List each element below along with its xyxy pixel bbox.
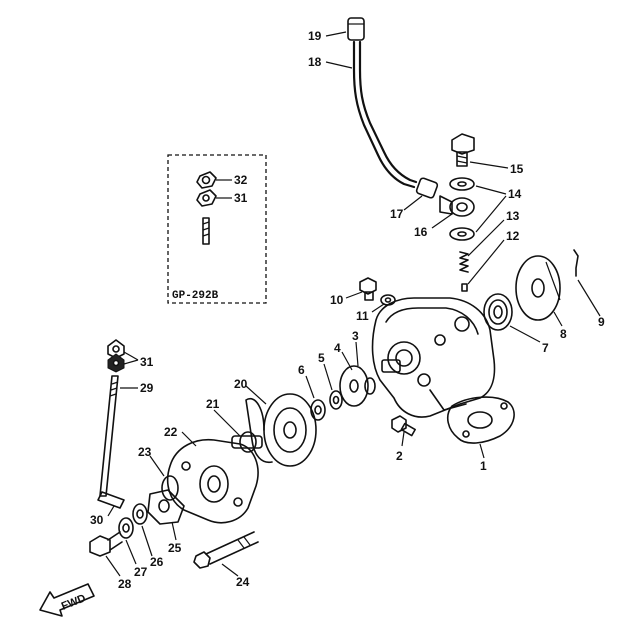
- callout-12: 12: [506, 229, 520, 243]
- callout-2: 2: [396, 449, 403, 463]
- pipe-cap-19: [347, 17, 365, 41]
- plate-8: [515, 255, 561, 321]
- inset-nut-32: [196, 171, 217, 189]
- washer-27: [118, 517, 134, 539]
- nut-6: [310, 399, 326, 421]
- callout-7: 7: [542, 341, 549, 355]
- washer-14-lower: [449, 227, 475, 241]
- washer-11: [380, 294, 396, 306]
- bolt-28: [89, 531, 123, 557]
- callout-23: 23: [138, 445, 152, 459]
- callout-5: 5: [318, 351, 325, 365]
- nut-31-lower: [107, 353, 125, 373]
- callout-9: 9: [598, 315, 605, 329]
- callout-24: 24: [236, 575, 250, 589]
- pin-30: [97, 491, 125, 509]
- fwd-label: FWD: [60, 592, 88, 613]
- callout-11: 11: [356, 309, 369, 323]
- gasket-25: [147, 489, 185, 525]
- callout-8: 8: [560, 327, 567, 341]
- banjo-16: [439, 195, 475, 217]
- spring-13: [459, 251, 469, 273]
- callout-26: 26: [150, 555, 164, 569]
- seal-23: [161, 475, 179, 501]
- washer-5: [329, 390, 343, 410]
- callout-18: 18: [308, 55, 322, 69]
- callout-3: 3: [352, 329, 359, 343]
- callout-27: 27: [134, 565, 148, 579]
- shaft-21: [231, 431, 263, 453]
- callout-30: 30: [90, 513, 104, 527]
- callout-25: 25: [168, 541, 182, 555]
- callout-6: 6: [298, 363, 305, 377]
- callout-4: 4: [334, 341, 341, 355]
- callout-31-inset: 31: [234, 191, 248, 205]
- fwd-arrow: FWD: [39, 583, 95, 617]
- bearing-7: [483, 293, 513, 331]
- callout-21: 21: [206, 397, 220, 411]
- inset-box: 32 31 GP-292B: [167, 154, 267, 304]
- nut-31-upper: [107, 339, 125, 359]
- union-17: [415, 177, 439, 199]
- callout-28: 28: [118, 577, 132, 591]
- gasket: [446, 396, 515, 444]
- inset-nut-31: [196, 189, 217, 207]
- callout-1: 1: [480, 459, 487, 473]
- bolt-24: [193, 531, 259, 569]
- callout-31: 31: [140, 355, 154, 369]
- inset-stud: [202, 217, 210, 245]
- pin-12: [461, 283, 468, 292]
- screw-10: [359, 277, 377, 301]
- rod-29: [99, 375, 119, 497]
- callout-17: 17: [390, 207, 404, 221]
- callout-16: 16: [414, 225, 428, 239]
- callout-20: 20: [234, 377, 248, 391]
- union-bolt-15: [451, 133, 475, 167]
- washer-14-upper: [449, 177, 475, 191]
- callout-14: 14: [508, 187, 522, 201]
- screw-2: [391, 415, 416, 437]
- callout-13: 13: [506, 209, 520, 223]
- inset-label: GP-292B: [172, 290, 219, 302]
- oil-pipe-18: [352, 40, 418, 189]
- pump-body-1: [371, 297, 496, 418]
- cover-22: [166, 438, 259, 524]
- pulley-20: [245, 393, 317, 467]
- clip-4: [364, 377, 376, 395]
- pin-9: [573, 249, 579, 277]
- callout-32: 32: [234, 173, 248, 187]
- washer-26: [132, 503, 148, 525]
- callout-10: 10: [330, 293, 344, 307]
- callout-19: 19: [308, 29, 322, 43]
- callout-22: 22: [164, 425, 178, 439]
- callout-29: 29: [140, 381, 154, 395]
- gear-3: [339, 365, 369, 407]
- callout-15: 15: [510, 162, 524, 176]
